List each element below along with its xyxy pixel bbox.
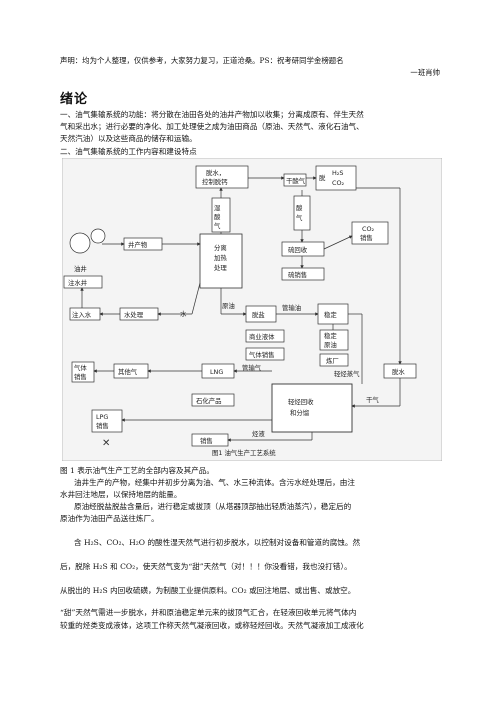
node-stabilize: 稳定 (324, 310, 337, 319)
node-h2s: H₂S (332, 169, 343, 177)
node-dewater: 脱水 (392, 367, 405, 376)
node-gas-pipe: 管输气 (242, 363, 262, 372)
node-co2-box-b: 销售 (360, 233, 373, 242)
body-line: “甜”天然气需进一步脱水，并和原油稳定单元来的拔顶气汇合，在轻液回收单元将气体内 (60, 608, 357, 617)
body-line: 含 H₂S、CO₂、H₂O 的酸性湿天然气进行初步脱水，以控制对设备和管道的腐蚀… (74, 538, 361, 547)
node-injection-well: 注水井 (68, 278, 88, 287)
node-sulfur-sales: 硫销售 (288, 270, 307, 279)
body-line: 后，脱除 H₂S 和 CO₂，使天然气变为“甜”天然气（对！！！你没看错，我也没… (60, 562, 352, 571)
node-acid-gas2-a: 酸 (296, 203, 303, 212)
node-wet-gas-b: 酸 (214, 212, 221, 221)
node-dehydration-a: 脱水， (206, 168, 225, 177)
body-line: 水井回注地层，以保持地层的能量。 (60, 490, 182, 499)
node-desalt: 脱 (319, 173, 326, 182)
node-desalting: 脱盐 (252, 310, 265, 319)
node-separation-b: 加热 (214, 253, 227, 262)
section2-title: 二、油气集输系统的工作内容和建设特点 (60, 147, 197, 156)
node-acid-gas: 干酸气 (286, 176, 306, 185)
node-lng: LNG (210, 368, 223, 376)
node-petrochem: 石化产品 (196, 396, 222, 405)
node-stabilized-a: 稳定 (324, 331, 337, 340)
node-water-injection: 注入水 (72, 310, 92, 319)
body-line: 原油作为油田产品送往炼厂。 (60, 514, 159, 523)
node-gas-sales2-a: 气体 (74, 363, 87, 372)
node-well: 油井 (74, 264, 87, 273)
node-lpg-b: 销售 (96, 421, 109, 430)
node-well-product: 井产物 (128, 240, 148, 249)
process-diagram: 脱水， 控制脱钙 干酸气 脱 H₂S CO₂ 湿 酸 气 油井 注水井 井产物 (62, 158, 442, 461)
node-dehydration-b: 控制脱钙 (202, 177, 228, 186)
author-name: 一班肖帅 (410, 68, 440, 77)
node-separation-a: 分离 (214, 243, 227, 252)
node-refinery: 炼厂 (326, 356, 339, 365)
node-pipeline-oil: 管输油 (282, 303, 301, 312)
body-line: 原油经脱盐脱盐含量后，进行稳定或拔顶（从塔器顶部抽出轻质油蒸汽），稳定后的 (74, 502, 352, 511)
node-sales: 销售 (200, 436, 213, 445)
node-dry-gas: 干气 (366, 395, 379, 404)
node-water-treatment: 水处理 (124, 310, 144, 319)
node-hydrocarbons: 烃液 (252, 429, 265, 438)
node-market: 商业液体 (249, 332, 275, 341)
node-separation-c: 处理 (214, 263, 227, 272)
body-line: 较重的烃类变成液体，这项工作称天然气凝液回收，或称轻烃回收。天然气凝液加工成液化 (60, 621, 364, 630)
node-lpg-a: LPG (96, 413, 108, 421)
section1-line: 气和采出水；进行必要的净化、加工处理使之成为油田商品（原油、天然气、液化石油气、 (60, 122, 364, 131)
node-co2-top: CO₂ (332, 179, 344, 187)
node-gas-sales: 气体销售 (249, 350, 275, 359)
node-sulfur-recovery: 硫回收 (288, 245, 308, 254)
body-line: 从脱出的 H₂S 内回收硫磺，为制酸工业提供原料。CO₂ 或回注地层、或出售、或… (60, 586, 356, 595)
node-stab-vapor: 轻烃蒸气 (334, 369, 360, 378)
process-diagram-svg: 脱水， 控制脱钙 干酸气 脱 H₂S CO₂ 湿 酸 气 油井 注水井 井产物 (62, 158, 442, 461)
diagram-x-mark: ✕ (102, 438, 110, 449)
node-stabilized-b: 原油 (324, 340, 337, 349)
section1-line: 天然汽油）以及这些商品的储存和运输。 (60, 134, 197, 143)
node-other-gas: 其他气 (118, 367, 138, 376)
node-water: 水 (180, 309, 187, 318)
node-crude: 原油 (222, 301, 235, 310)
node-co2-box-a: CO₂ (362, 225, 374, 233)
section1-line: 一、油气集输系统的功能：将分散在油田各处的油井产物加以收集；分离成原有、伴生天然 (60, 110, 364, 119)
chapter-title: 绪论 (60, 92, 89, 107)
node-wet-gas-c: 气 (214, 221, 221, 230)
node-acid-gas2-b: 气 (296, 213, 303, 222)
diagram-caption: 图1 油气生产工艺系统 (212, 448, 276, 457)
declaration-text: 声明：均为个人整理，仅供参考，大家努力复习，正道沧桑。PS：祝考研同学金榜题名 (60, 56, 344, 65)
node-wet-gas-a: 湿 (214, 203, 221, 212)
body-line: 图 1 表示油气生产工艺的全部内容及其产品。 (60, 466, 214, 475)
node-ngl-recovery-a: 轻烃回收 (288, 397, 314, 406)
body-line: 油井生产的产物，经集中并初步分离为油、气、水三种流体。含污水经处理后，由注 (74, 478, 355, 487)
node-ngl-recovery-b: 和分馏 (290, 408, 309, 417)
node-gas-sales2-b: 销售 (74, 372, 87, 381)
